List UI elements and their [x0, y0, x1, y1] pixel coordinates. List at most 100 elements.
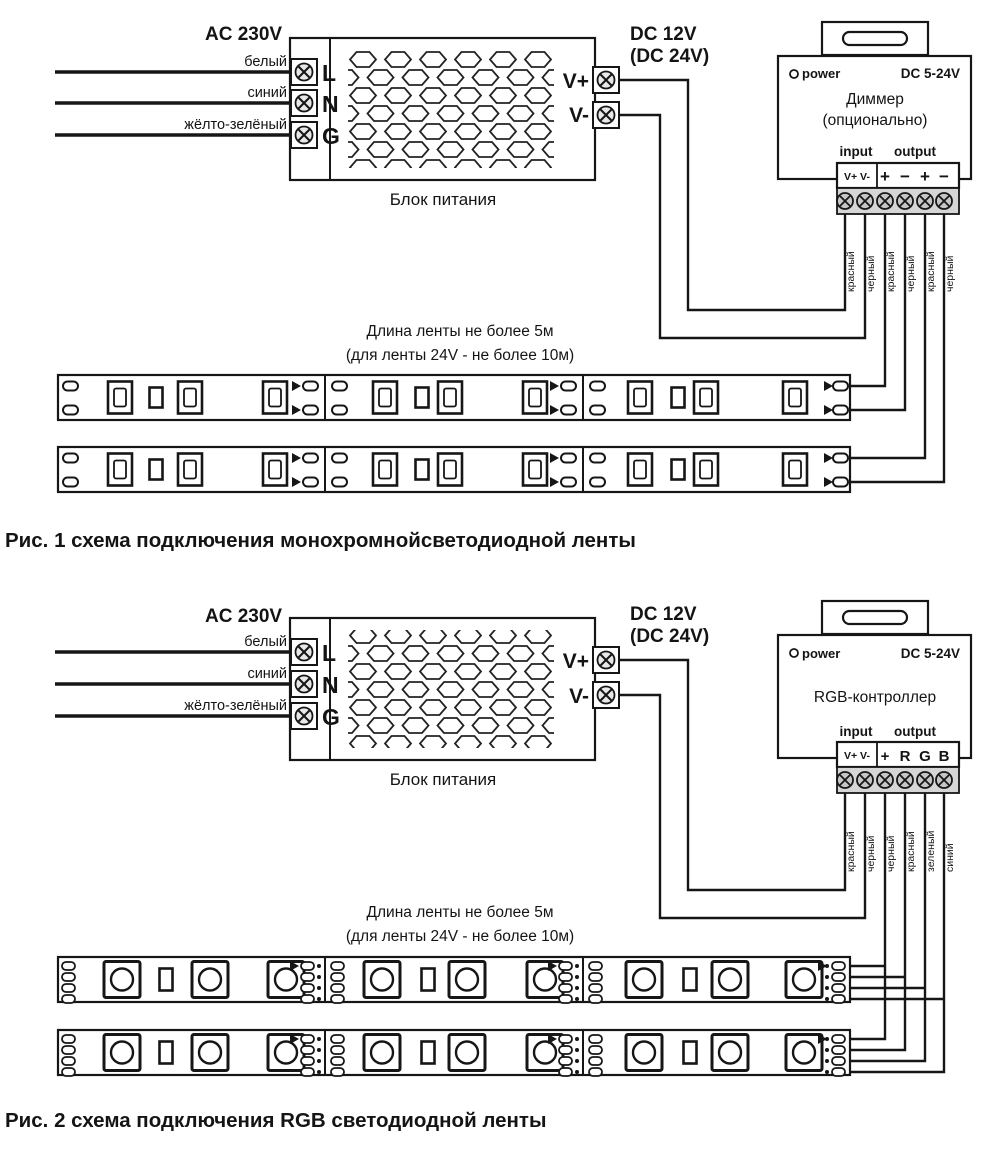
solder-pad	[331, 452, 348, 464]
wire-vminus-psu-to-dimmer	[619, 113, 867, 340]
solder-dot	[825, 1059, 829, 1063]
terminal-label-row	[835, 740, 961, 769]
screw-terminal-icon	[836, 771, 854, 789]
wire-controller-r-to-strips	[848, 792, 907, 1052]
solder-dot	[317, 1070, 321, 1074]
led-chip	[106, 452, 134, 487]
dc-voltage-line1: DC 12V	[630, 604, 697, 625]
solder-pad	[330, 1067, 345, 1077]
solder-pad	[330, 994, 345, 1004]
controller-input-label: input	[840, 724, 873, 739]
rgb-led-chip	[710, 960, 750, 999]
solder-dot	[825, 1070, 829, 1074]
power-supply-unit-fig1	[288, 36, 620, 182]
solder-pad	[330, 983, 345, 993]
solder-dot	[317, 964, 321, 968]
solder-pad	[589, 476, 606, 488]
rgb-led-chip	[102, 960, 142, 999]
resistor	[148, 458, 164, 481]
dimmer-title: Диммер	[846, 91, 904, 108]
wire-color-label: синий	[944, 843, 956, 872]
dimmer-input-terminals: V+ V-	[844, 171, 870, 183]
controller-out-terminal-r: R	[900, 748, 911, 765]
solder-pad	[62, 404, 79, 416]
solder-pad	[588, 972, 603, 982]
solder-pad	[330, 1045, 345, 1055]
screw-terminal-icon	[592, 646, 620, 674]
wire-color-label: красный	[925, 251, 937, 292]
labels-figure1: AC 230V белый синий жёлто-зелёный L N G …	[5, 24, 960, 552]
rgb-led-chip	[525, 960, 565, 999]
screw-terminal-icon	[836, 192, 854, 210]
controller-input-terminals: V+ V-	[844, 750, 870, 762]
solder-dot	[575, 1070, 579, 1074]
screw-terminal-icon	[896, 192, 914, 210]
resistor	[670, 458, 686, 481]
solder-dot	[575, 1059, 579, 1063]
mounting-slot	[841, 609, 909, 626]
rgb-led-chip	[447, 960, 487, 999]
vent-holes	[348, 50, 554, 168]
solder-pad	[330, 1056, 345, 1066]
dimmer-out-terminal-1: +	[880, 167, 890, 186]
psu-terminal-L: L	[322, 60, 336, 86]
screw-terminal-icon	[290, 58, 318, 86]
dimmer-out-terminal-4: −	[939, 167, 949, 186]
mono-led-strip	[56, 445, 852, 494]
solder-pad	[331, 404, 348, 416]
controller-out-terminal-plus: +	[881, 748, 890, 765]
rgb-led-chip	[447, 1033, 487, 1072]
screw-terminal-icon	[935, 771, 953, 789]
solder-dot	[575, 1048, 579, 1052]
resistor	[682, 1040, 698, 1065]
solder-pad	[302, 380, 319, 392]
solder-dot	[825, 986, 829, 990]
resistor	[414, 386, 430, 409]
solder-pad	[831, 1034, 846, 1044]
mounting-tab	[820, 20, 930, 57]
led-chip	[626, 380, 654, 415]
labels-figure2: AC 230V белый синий жёлто-зелёный L N G …	[5, 604, 960, 1132]
led-chip	[781, 380, 809, 415]
led-chip	[176, 452, 204, 487]
solder-pad	[831, 1067, 846, 1077]
solder-pad	[61, 1045, 76, 1055]
wires-figure2	[55, 650, 946, 1074]
solder-dot	[317, 1059, 321, 1063]
psu-caption: Блок питания	[390, 190, 497, 209]
screw-terminal-icon	[290, 702, 318, 730]
led-chip	[521, 380, 549, 415]
dc-voltage-line2: (DC 24V)	[630, 46, 709, 67]
psu-terminal-N: N	[322, 91, 339, 117]
solder-pad	[558, 1056, 573, 1066]
led-chip	[261, 380, 289, 415]
led-chip	[436, 452, 464, 487]
controller-body	[776, 54, 973, 181]
screw-terminal-icon	[592, 101, 620, 129]
solder-pad	[558, 994, 573, 1004]
solder-pad	[300, 961, 315, 971]
solder-pad	[832, 404, 849, 416]
strip-length-note-line2: (для ленты 24V - не более 10м)	[346, 347, 574, 364]
solder-pad	[560, 380, 577, 392]
rgb-led-chip	[266, 960, 306, 999]
rgb-led-chip	[362, 960, 402, 999]
led-chip	[521, 452, 549, 487]
wire-controller-g-to-strips	[848, 792, 927, 1063]
solder-dot	[317, 997, 321, 1001]
structure-layer	[56, 20, 973, 1077]
wire-vplus-psu-to-dimmer	[619, 78, 847, 312]
dimmer-output-label: output	[894, 144, 936, 159]
wire-color-label: черный	[885, 836, 897, 872]
ac-wire-label-blue: синий	[247, 666, 287, 682]
solder-dot	[825, 1048, 829, 1052]
rgb-led-chip	[784, 960, 824, 999]
led-chip	[106, 380, 134, 415]
solder-pad	[588, 994, 603, 1004]
solder-dot	[317, 1048, 321, 1052]
solder-pad	[302, 476, 319, 488]
solder-pad	[62, 476, 79, 488]
rgb-led-chip	[266, 1033, 306, 1072]
solder-pad	[588, 983, 603, 993]
